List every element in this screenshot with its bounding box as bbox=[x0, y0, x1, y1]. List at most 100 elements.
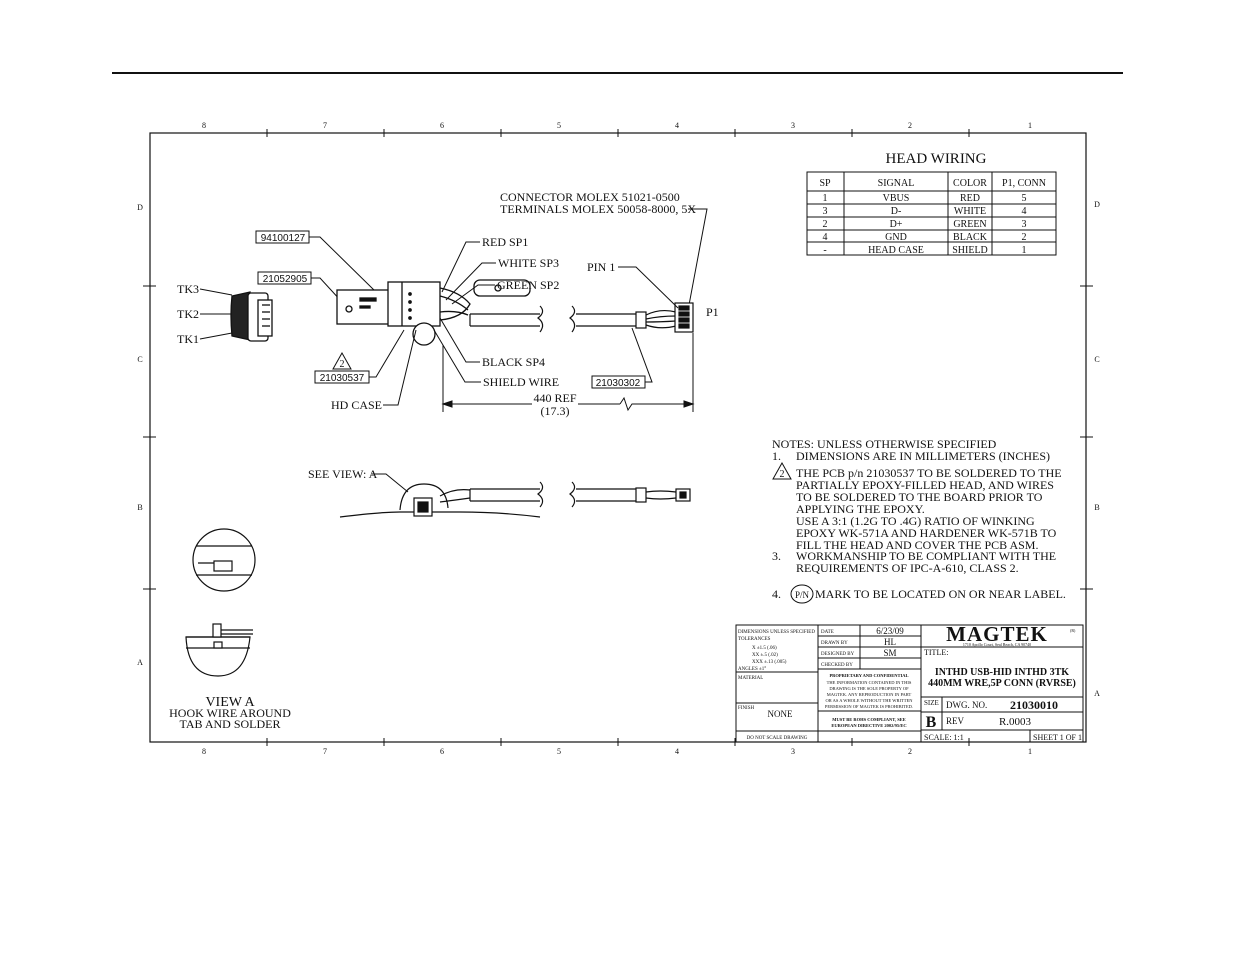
table-row: - HEAD CASE SHIELD 1 bbox=[823, 245, 1026, 256]
svg-text:B: B bbox=[137, 503, 142, 512]
svg-text:D+: D+ bbox=[890, 219, 903, 230]
svg-text:OR AS A WHOLE WITHOUT THE WRIT: OR AS A WHOLE WITHOUT THE WRITTEN bbox=[825, 698, 913, 703]
tk3-label: TK3 bbox=[177, 282, 199, 296]
table-row: 3 D- WHITE 4 bbox=[823, 206, 1027, 217]
svg-text:NOTES: UNLESS OTHERWISE SPECIF: NOTES: UNLESS OTHERWISE SPECIFIED bbox=[772, 437, 997, 451]
head-wiring-rows: 1 VBUS RED 5 3 D- WHITE 4 2 D+ GREEN 3 4… bbox=[823, 193, 1027, 256]
svg-text:SIZE: SIZE bbox=[924, 699, 939, 707]
shield-wire-leader bbox=[433, 329, 481, 383]
svg-text:2: 2 bbox=[908, 747, 912, 756]
leader-21052905 bbox=[311, 277, 343, 303]
svg-text:BLACK: BLACK bbox=[953, 232, 988, 243]
revision-triangle-icon bbox=[332, 351, 352, 370]
svg-text:D: D bbox=[137, 203, 143, 212]
connector-leader bbox=[688, 208, 708, 306]
view-a-detail-side bbox=[185, 623, 253, 677]
svg-text:PARTIALLY EPOXY-FILLED HEAD, A: PARTIALLY EPOXY-FILLED HEAD, AND WIRES bbox=[796, 478, 1054, 492]
svg-text:GREEN: GREEN bbox=[953, 219, 986, 230]
svg-text:VBUS: VBUS bbox=[883, 193, 910, 204]
table-row: 1 VBUS RED 5 bbox=[823, 193, 1027, 204]
svg-text:(R): (R) bbox=[1070, 628, 1076, 633]
svg-text:1: 1 bbox=[1028, 747, 1032, 756]
svg-text:SHIELD: SHIELD bbox=[952, 245, 988, 256]
svg-text:P1, CONN: P1, CONN bbox=[1002, 178, 1046, 189]
svg-text:440MM WRE,5P CONN (RVRSE): 440MM WRE,5P CONN (RVRSE) bbox=[928, 678, 1076, 689]
dimension-inch: (17.3) bbox=[541, 404, 570, 418]
svg-text:C: C bbox=[137, 355, 142, 364]
svg-text:R.0003: R.0003 bbox=[999, 716, 1032, 728]
svg-text:MATERIAL: MATERIAL bbox=[738, 676, 763, 681]
connector-callout-line1: CONNECTOR MOLEX 51021-0500 bbox=[500, 190, 680, 204]
see-view-leader bbox=[372, 473, 409, 493]
svg-text:XXX ±.13 (.005): XXX ±.13 (.005) bbox=[752, 660, 787, 665]
leader-94100127 bbox=[309, 236, 376, 292]
svg-text:RED: RED bbox=[960, 193, 980, 204]
part-number-21052905: 21052905 bbox=[263, 274, 308, 285]
svg-text:SHEET 1 OF 1: SHEET 1 OF 1 bbox=[1033, 733, 1082, 742]
connector-p1 bbox=[674, 302, 694, 333]
svg-text:SIGNAL: SIGNAL bbox=[878, 178, 915, 189]
svg-text:TO BE SOLDERED TO THE BOARD PR: TO BE SOLDERED TO THE BOARD PRIOR TO bbox=[796, 490, 1043, 504]
svg-text:C: C bbox=[1094, 355, 1099, 364]
svg-text:THE PCB p/n 21030537 TO BE SOL: THE PCB p/n 21030537 TO BE SOLDERED TO T… bbox=[796, 466, 1062, 480]
svg-text:2: 2 bbox=[823, 219, 828, 230]
svg-text:NONE: NONE bbox=[768, 709, 793, 719]
svg-text:EUROPEAN DIRECTIVE 2002/95/EC: EUROPEAN DIRECTIVE 2002/95/EC bbox=[831, 723, 906, 728]
svg-text:D: D bbox=[1094, 200, 1100, 209]
svg-text:X ±1.5 (.06): X ±1.5 (.06) bbox=[752, 646, 777, 651]
svg-text:1: 1 bbox=[1028, 121, 1032, 130]
drawing-notes: NOTES: UNLESS OTHERWISE SPECIFIED 1. DIM… bbox=[772, 437, 1066, 604]
svg-text:D-: D- bbox=[891, 206, 902, 217]
svg-text:A: A bbox=[1094, 689, 1100, 698]
svg-text:2: 2 bbox=[1022, 232, 1027, 243]
pin1-label: PIN 1 bbox=[587, 260, 615, 274]
svg-text:WHITE: WHITE bbox=[954, 206, 986, 217]
svg-text:GND: GND bbox=[885, 232, 907, 243]
svg-text:DRAWN BY: DRAWN BY bbox=[821, 641, 848, 646]
view-a-line2: TAB AND SOLDER bbox=[179, 717, 280, 731]
svg-text:4.: 4. bbox=[772, 587, 781, 601]
svg-text:3: 3 bbox=[823, 206, 828, 217]
svg-text:-: - bbox=[823, 245, 826, 256]
svg-text:B: B bbox=[926, 714, 937, 731]
svg-text:2: 2 bbox=[908, 121, 912, 130]
svg-text:CHECKED BY: CHECKED BY bbox=[821, 663, 853, 668]
black-sp4-leader bbox=[439, 317, 480, 363]
head-wiring-title: HEAD WIRING bbox=[886, 151, 987, 167]
svg-text:DO NOT SCALE DRAWING: DO NOT SCALE DRAWING bbox=[747, 736, 808, 741]
pcb-assembly bbox=[336, 279, 531, 346]
svg-text:DIMENSIONS UNLESS SPECIFIED: DIMENSIONS UNLESS SPECIFIED bbox=[738, 630, 815, 635]
tk1-label: TK1 bbox=[177, 332, 199, 346]
hd-case-leader bbox=[383, 329, 417, 406]
svg-text:COLOR: COLOR bbox=[953, 178, 987, 189]
table-row: 4 GND BLACK 2 bbox=[823, 232, 1027, 243]
dimension-line bbox=[441, 333, 695, 412]
svg-text:EPOXY WK-571A AND HARDENER WK-: EPOXY WK-571A AND HARDENER WK-571B TO bbox=[796, 526, 1057, 540]
svg-text:A: A bbox=[137, 658, 143, 667]
magnetic-head-side bbox=[230, 291, 273, 342]
view-a-title: VIEW A bbox=[205, 695, 255, 710]
title-block-right: MAGTEK (R) 1710 Apollo Court, Seal Beach… bbox=[924, 622, 1082, 742]
svg-text:FINISH: FINISH bbox=[738, 706, 755, 711]
svg-text:5: 5 bbox=[557, 747, 561, 756]
svg-text:FILL THE HEAD AND COVER THE PC: FILL THE HEAD AND COVER THE PCB ASM. bbox=[796, 538, 1038, 552]
svg-text:SP: SP bbox=[819, 178, 831, 189]
note-revision-triangle-icon bbox=[772, 461, 792, 480]
svg-text:REQUIREMENTS OF IPC-A-610, CLA: REQUIREMENTS OF IPC-A-610, CLASS 2. bbox=[796, 561, 1019, 575]
revision-triangle-number: 2 bbox=[340, 359, 345, 370]
svg-text:2: 2 bbox=[780, 469, 785, 480]
svg-text:TITLE:: TITLE: bbox=[924, 648, 948, 657]
svg-text:HL: HL bbox=[884, 637, 896, 647]
svg-text:DATE: DATE bbox=[821, 630, 834, 635]
head-wiring-header: SP SIGNAL COLOR P1, CONN bbox=[819, 178, 1046, 189]
svg-text:7: 7 bbox=[323, 747, 327, 756]
dimension-440-ref: 440 REF bbox=[533, 391, 576, 405]
zone-labels-bottom: 8 7 6 5 4 3 2 1 bbox=[202, 747, 1032, 756]
title-block bbox=[735, 624, 1084, 743]
svg-text:MAGTEK. ANY REPRODUCTION IN P: MAGTEK. ANY REPRODUCTION IN PART bbox=[827, 692, 912, 697]
svg-text:DESIGNED BY: DESIGNED BY bbox=[821, 652, 855, 657]
svg-text:HEAD CASE: HEAD CASE bbox=[868, 245, 924, 256]
svg-text:MARK TO BE LOCATED ON OR NEAR: MARK TO BE LOCATED ON OR NEAR LABEL. bbox=[815, 587, 1066, 601]
pin1-leader bbox=[618, 266, 679, 309]
